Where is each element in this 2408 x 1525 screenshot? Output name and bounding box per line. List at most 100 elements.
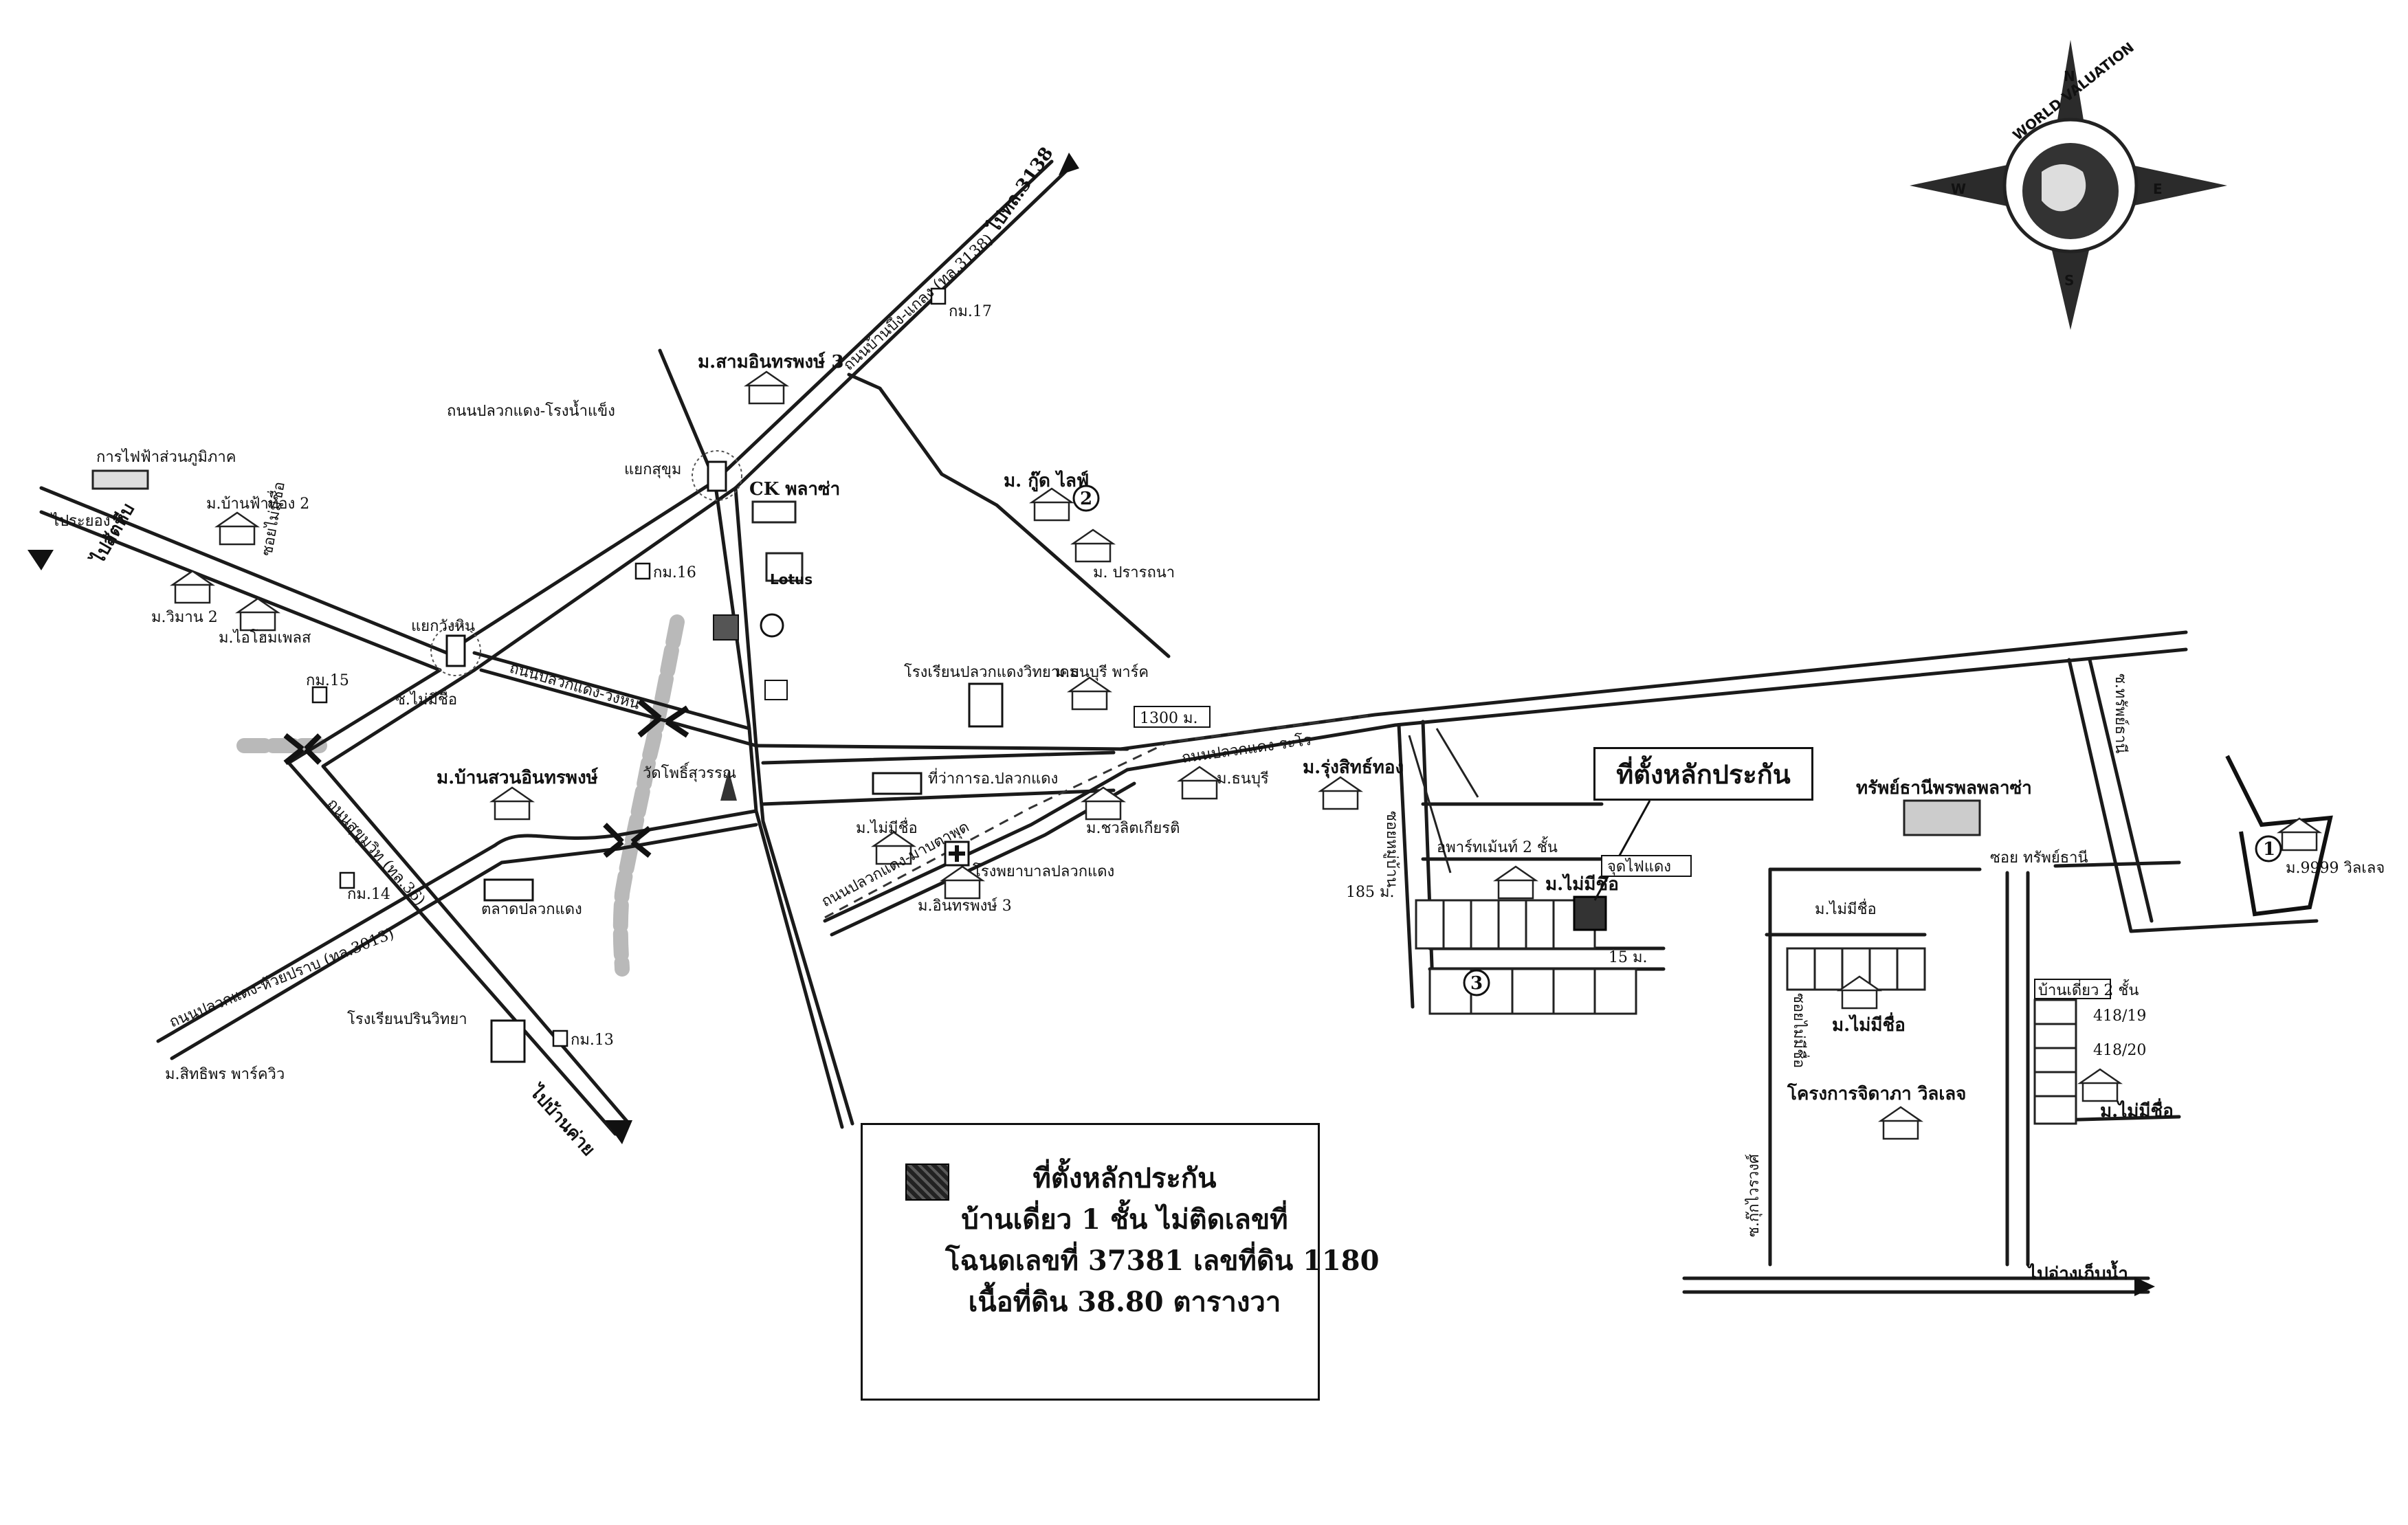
compass-rose: WORLD VALUATION N S W E	[1910, 39, 2227, 330]
site-callout-box: ที่ตั้งหลักประกัน	[1593, 747, 1813, 801]
label-kraduk-sue: แยกสุขุม	[624, 461, 681, 478]
arrow-ne-icon	[1059, 153, 1079, 175]
km-post-icon	[930, 287, 947, 305]
label-soi-tharp: ซ.ทรัพย์ธานี	[2112, 674, 2129, 753]
road-market-a	[761, 750, 1116, 765]
legend-line-1: บ้านเดี่ยว 1 ชั้น ไม่ติดเลขที่	[961, 1203, 1288, 1236]
compass-n-label: N	[2064, 68, 2075, 85]
arrow-south-icon	[605, 1120, 632, 1144]
label-soi-no-name: ซ.ไม่มีชื่อ	[395, 689, 457, 709]
compass-s-label: S	[2064, 272, 2074, 289]
village-9999-boundary	[2225, 755, 2333, 917]
bridge-icon	[603, 823, 652, 858]
bank-icon	[713, 614, 739, 641]
compass-west-arrow	[1910, 165, 2007, 206]
road-far-east-b	[2088, 658, 2154, 923]
marker-1: 1	[2263, 839, 2275, 860]
label-market: ตลาดปลวกแดง	[481, 901, 582, 918]
police-icon	[760, 613, 784, 638]
road-dashed-route	[824, 713, 1376, 919]
km-post-icon	[311, 686, 328, 704]
road-wanghin-a	[472, 651, 751, 731]
road-central-south-a	[493, 809, 758, 847]
road-east-long-b	[1125, 647, 2188, 772]
legend-line-2: โฉนดเลขที่ 37381 เลขที่ดิน 1180	[945, 1245, 1380, 1277]
building-icons	[91, 469, 1981, 1063]
label-pluak-daeng-wanghin: ถนนปลวกแดง-วังหิน	[507, 660, 641, 713]
road-central-b	[472, 486, 738, 672]
km-post-icon	[634, 562, 651, 580]
bridges	[283, 698, 689, 858]
road-sattahip-b	[321, 668, 631, 1126]
road-far-east-a	[2067, 658, 2319, 933]
legend-title: ที่ตั้งหลักประกัน	[1032, 1162, 1217, 1194]
legend-text: ที่ตั้งหลักประกัน บ้านเดี่ยว 1 ชั้น ไม่ต…	[945, 1158, 1380, 1323]
road-wanghin-b	[479, 668, 758, 748]
road-labels: ไปทล.3138 ถนนบ้านบึง-แกลง (ทล.3138) ถนนป…	[50, 143, 2129, 1284]
road-ns-b	[733, 486, 854, 1126]
label-thanpuri: ม.ธนบุรี	[1217, 770, 1269, 788]
label-m-no-name-d: ม.ไม่มีชื่อ	[1815, 898, 1877, 918]
label-house-2-floor: บ้านเดี่ยว 2 ชั้น	[2038, 979, 2139, 999]
label-to-ang-kep-nam: ไปอ่างเก็บน้ำ	[2026, 1260, 2128, 1284]
label-soi-no-name3: ซอยไม่มีชื่อ	[1790, 993, 1810, 1068]
road-site-soi-a	[1397, 723, 1415, 1009]
numbered-markers: 2 3 1	[1072, 485, 2282, 997]
district-office-icon	[872, 772, 923, 795]
label-soi-tharp2: ซอย ทรัพย์ธานี	[1990, 849, 2088, 867]
label-good-life: ม. กู๊ด ไลฟ์	[1004, 469, 1089, 492]
label-mooban-ban-thong2: ม.บ้านฟ้าทอง 2	[206, 496, 309, 513]
marker-2: 2	[1080, 489, 1092, 509]
label-m-no-name-c: ม.ไม่มีชื่อ	[2100, 1098, 2174, 1122]
road-north-a	[658, 348, 717, 483]
label-km16: กม.16	[653, 564, 696, 581]
legend-site-swatch	[905, 1164, 949, 1201]
km-post-icon	[339, 871, 355, 889]
label-hospital: โรงพยาบาลปลวกแดง	[973, 862, 1114, 880]
arrow-east-icon	[2134, 1277, 2155, 1296]
compass-east-arrow	[2131, 165, 2227, 206]
traffic-lights	[430, 450, 742, 676]
km-markers	[311, 287, 947, 1047]
km-post-icon	[552, 1029, 568, 1047]
label-addr-41819: 418/19	[2093, 1008, 2146, 1025]
bridge-icon	[637, 698, 689, 738]
label-prawat: ม. ปรารถนา	[1093, 564, 1175, 581]
label-m-no-name: ม.ไม่มีชื่อ	[856, 817, 918, 837]
label-district-office: ที่ว่าการอ.ปลวกแดง	[928, 768, 1058, 788]
road-site-soi-b	[1421, 720, 1435, 1005]
label-sitthiphon: ม.สิทธิพร พาร์ควิว	[165, 1066, 285, 1083]
legend-box: ที่ตั้งหลักประกัน บ้านเดี่ยว 1 ชั้น ไม่ต…	[861, 1123, 1380, 1401]
label-km15: กม.15	[306, 672, 349, 689]
label-km17: กม.17	[949, 303, 992, 320]
marker-3: 3	[1470, 973, 1483, 994]
label-check-point: จุดไฟแดง	[1607, 858, 1671, 876]
label-project-jidapa: โครงการจิดาภา วิลเลจ	[1787, 1082, 1966, 1104]
label-chaloemkiat: ม.ชวลิตเกียรติ	[1086, 820, 1180, 837]
road-ns-a	[713, 479, 844, 1129]
label-m9999: ม.9999 วิลเลจ	[2286, 860, 2385, 877]
site-callout-line	[1593, 800, 1651, 901]
compass-w-label: W	[1951, 181, 1966, 197]
road-central-south-b	[500, 823, 758, 865]
label-tharp-dhani: ทรัพย์ธานีพรพลพลาซ่า	[1856, 777, 2032, 799]
label-ck: CK พลาซ่า	[749, 479, 840, 500]
road-soi-horiz-2	[2053, 860, 2181, 868]
arrow-west-icon	[27, 550, 54, 570]
road-huaiprap-a	[156, 843, 497, 1043]
label-soi-main: ซอยหมู่บ้าน	[1383, 811, 1400, 887]
school-icon	[968, 682, 1004, 728]
distance-labels: 1300 ม. 185 ม. 15 ม.	[1134, 706, 1647, 966]
label-pluak-daeng-lane: ถนนปลวกแดง-ระโร	[1180, 731, 1312, 767]
road-huaiprap-b	[170, 860, 504, 1060]
site-lots	[1408, 728, 2333, 1125]
label-ban-suan: ม.บ้านสวนอินทรพงษ์	[437, 767, 598, 788]
road-central-a	[445, 479, 717, 655]
label-kraduk-no: แยกวังหิน	[411, 618, 475, 635]
market-icon	[483, 878, 534, 902]
globe-continent	[2042, 164, 2086, 212]
legend-line-3: เนื้อที่ดิน 38.80 ตารางวา	[968, 1286, 1281, 1318]
label-thanpuri-park: ม.ธนบุรี พาร์ค	[1055, 664, 1149, 681]
label-sam-inphon3: ม.สามอินทรพงษ์ 3	[698, 351, 843, 372]
